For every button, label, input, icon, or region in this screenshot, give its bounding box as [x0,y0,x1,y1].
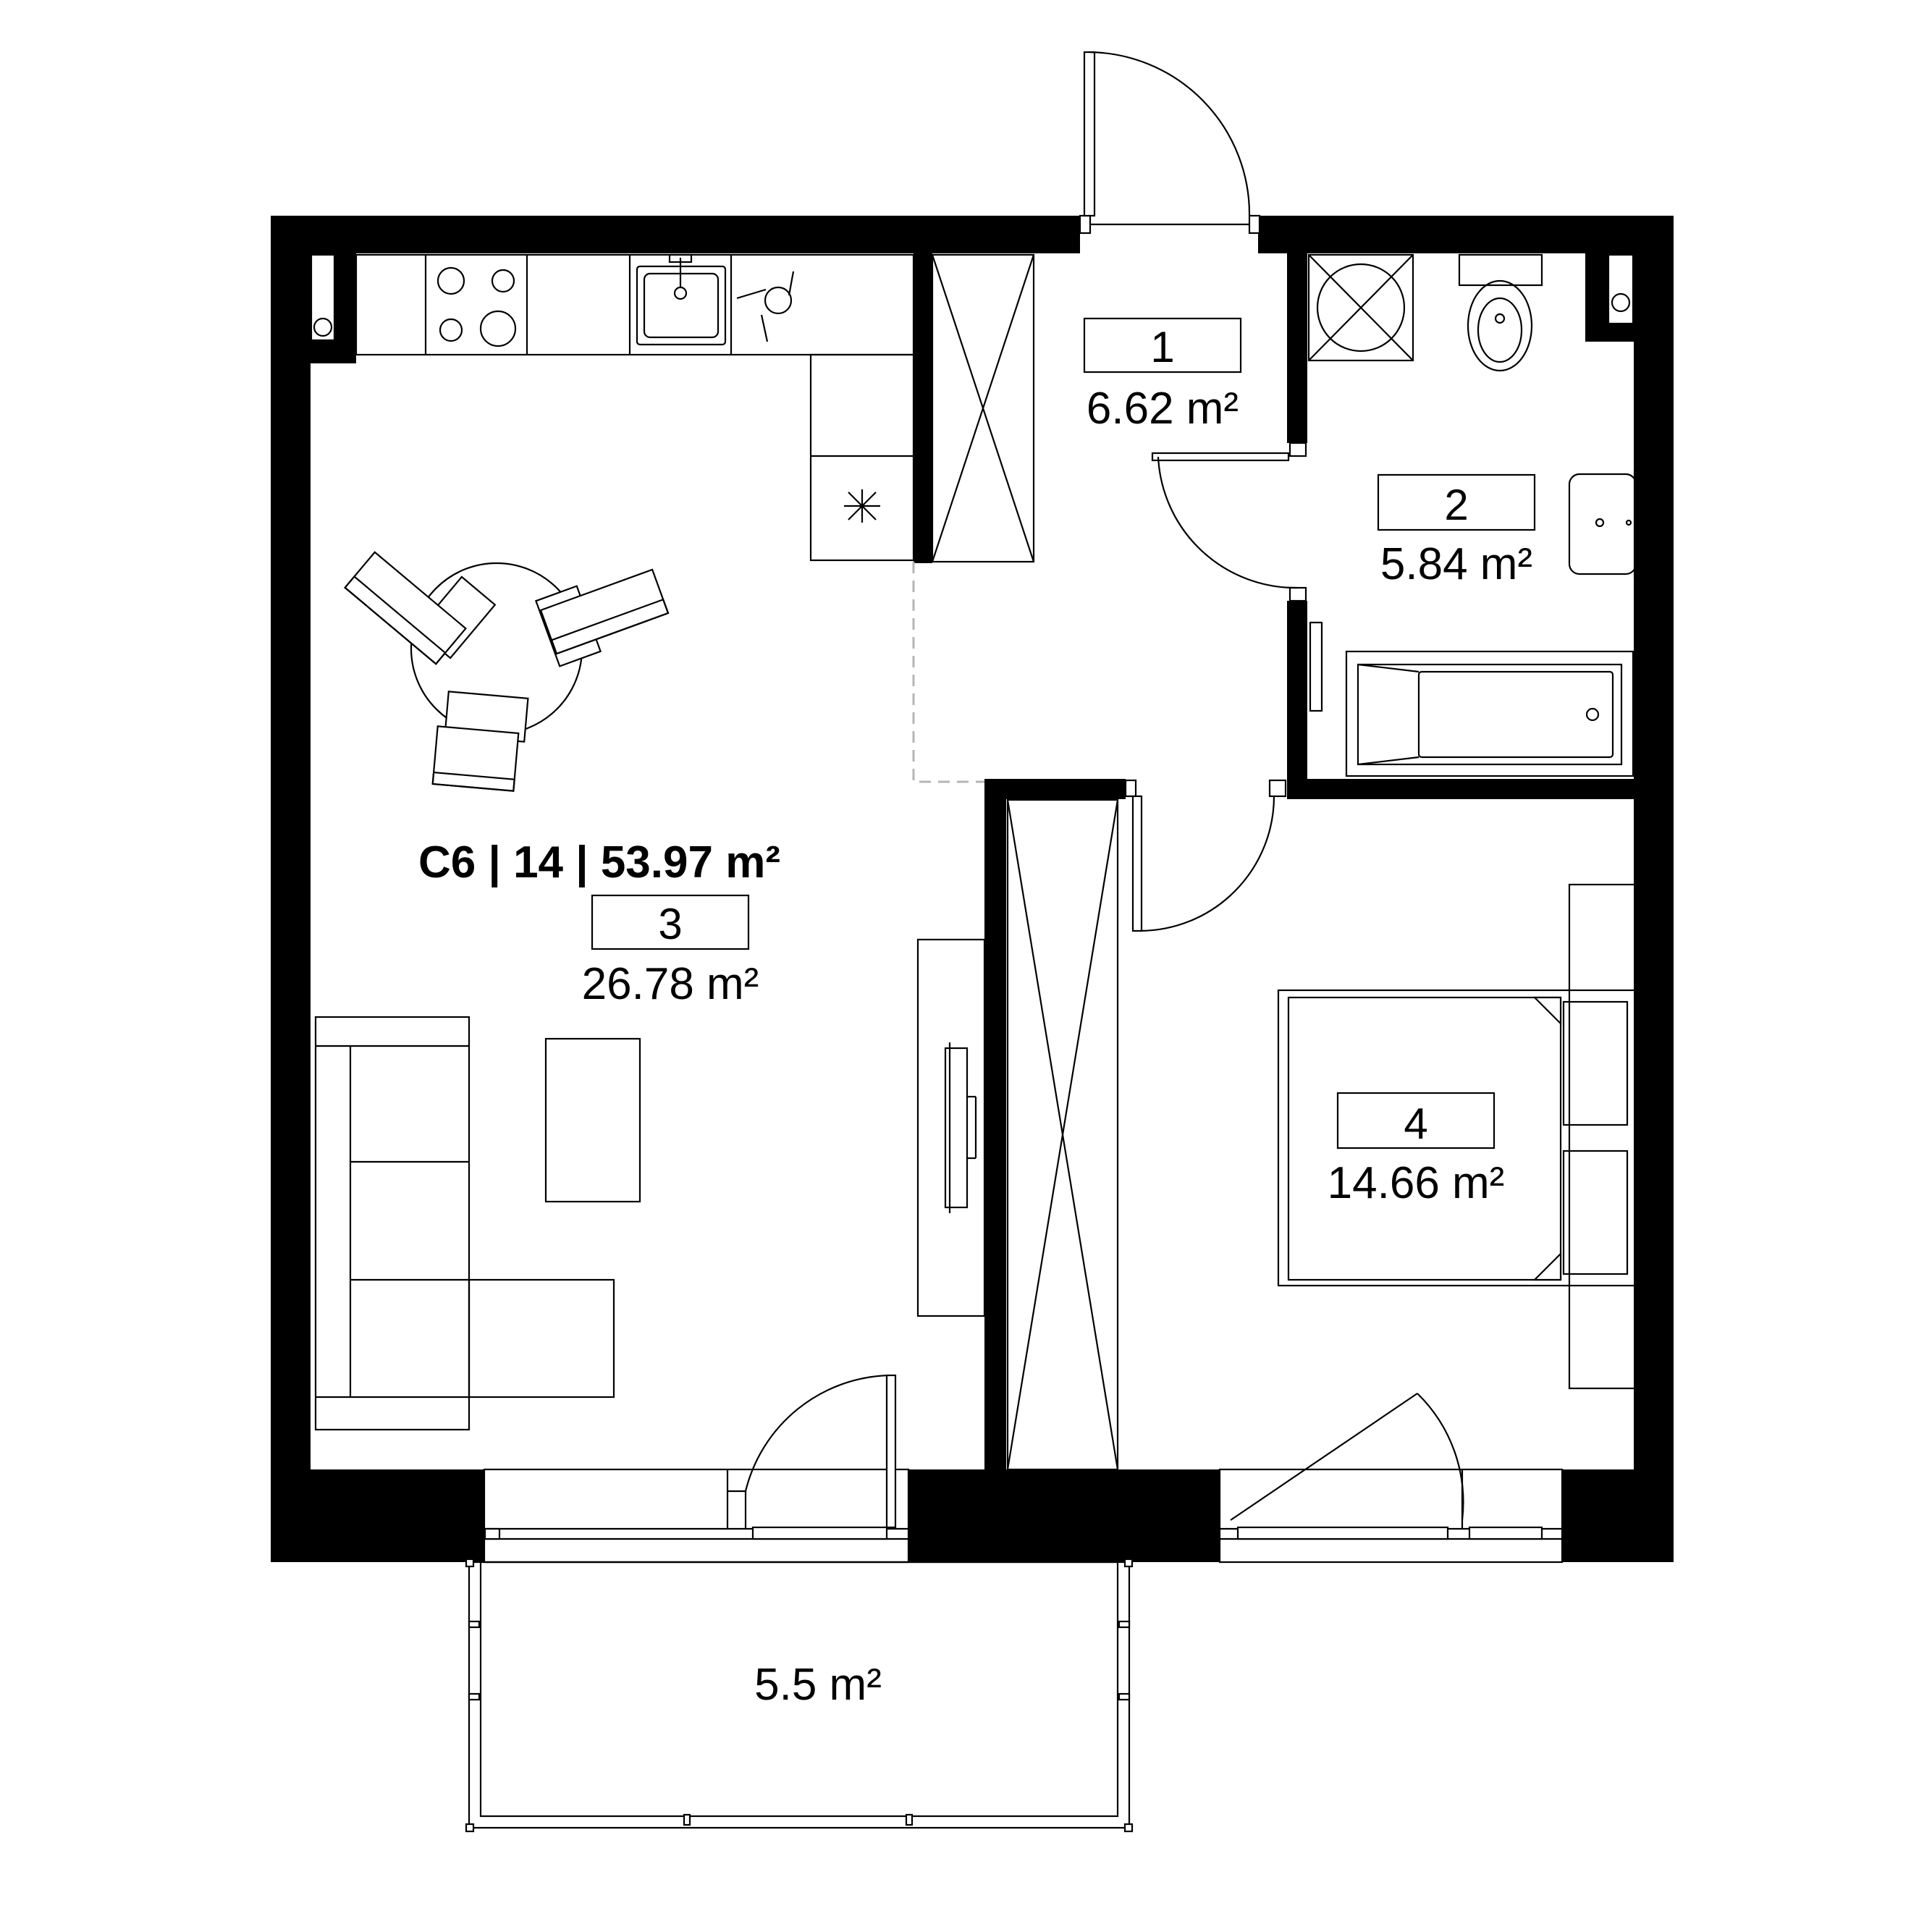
toilet-icon [1458,253,1543,372]
wall-bath-left-lower [1287,601,1307,782]
wall-right [1634,216,1674,1562]
walls [271,216,1674,1562]
room-1-area: 6.62 m² [1087,384,1239,434]
bedroom-door [1124,779,1287,932]
window-living [483,1374,910,1564]
room-1-number: 1 [1150,323,1174,371]
wall-bath-left-upper [1287,253,1307,443]
bathroom-door [1151,442,1307,602]
washing-machine-icon [1307,253,1414,362]
room-4-number: 4 [1404,1100,1427,1148]
wardrobe-hall [931,253,1035,563]
wall-bottom-left-pier [271,1469,484,1562]
wall-bath-bottom [1287,779,1634,799]
room-3-label: 3 26.78 m² [582,894,759,1009]
wall-closet-top [984,779,1126,799]
wall-top-right [1258,216,1674,253]
entrance-door [1079,51,1261,235]
shaft-right-niche [1607,253,1634,325]
wall-closet-left [984,779,1006,1474]
pipe-left [313,317,333,337]
room-2-area: 5.84 m² [1380,539,1532,589]
washbasin-icon [1568,471,1645,578]
fridge-icon [844,489,880,523]
coffee-table-icon [544,1037,641,1203]
wall-bottom-right-pier [1562,1469,1674,1562]
wall-top-left [271,216,1080,253]
pipe-right [1611,292,1631,313]
sofa-icon [314,1016,615,1431]
window-bedroom [1218,1393,1564,1564]
room-3-area: 26.78 m² [582,959,759,1009]
room-2-label: 2 5.84 m² [1377,473,1536,589]
room-1-label: 1 6.62 m² [1083,317,1242,434]
cooktop-icon [436,266,517,347]
dining-table-icon [344,551,670,792]
balcony-area: 5.5 m² [754,1660,882,1710]
open-partition [912,562,984,783]
apartment-label: C6 | 14 | 53.97 m² [418,838,780,888]
wall-kitchen-tall [914,253,932,563]
wall-left [271,216,311,1562]
bed-icon [1277,883,1637,1390]
wall-bottom-mid-pier [908,1469,1220,1562]
balcony [465,1558,1134,1833]
dishwasher-icon [736,271,795,342]
room-4-label: 4 14.66 m² [1328,1092,1505,1208]
bathtub-icon [1309,621,1634,777]
wardrobe-bedroom [1006,798,1119,1471]
kitchen-sink-icon [636,253,727,346]
room-4-area: 14.66 m² [1328,1158,1505,1208]
room-3-number: 3 [658,900,682,948]
room-2-number: 2 [1444,481,1468,529]
kitchen-counter [355,253,915,562]
tv-stand-icon [916,938,986,1317]
